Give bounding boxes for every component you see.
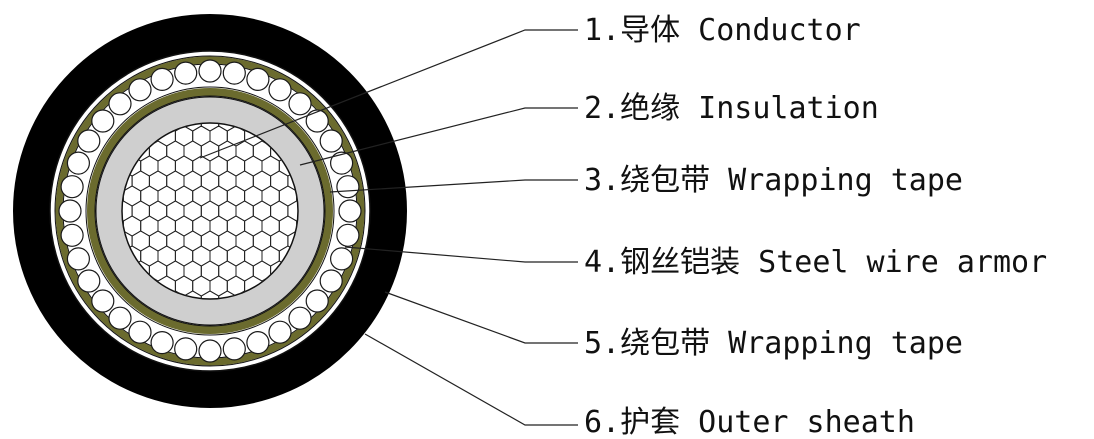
label-insulation: 2.绝缘 Insulation — [584, 91, 879, 126]
steel-wire — [58, 199, 82, 223]
steel-wire — [268, 78, 292, 102]
steel-wire — [108, 92, 132, 116]
steel-wire — [330, 247, 354, 271]
leader-lines — [199, 29, 578, 426]
steel-wire — [319, 269, 343, 293]
steel-wire — [174, 61, 198, 85]
label-conductor: 1.导体 Conductor — [584, 13, 861, 48]
steel-wire — [330, 151, 354, 175]
leader-line-1 — [199, 29, 578, 159]
steel-wire — [288, 92, 312, 116]
steel-wire — [128, 78, 152, 102]
steel-wire — [150, 331, 174, 355]
steel-wire — [91, 109, 115, 133]
steel-wire — [336, 175, 360, 199]
conductor — [121, 122, 299, 300]
label-wrapping-tape-outer: 5.绕包带 Wrapping tape — [584, 326, 963, 361]
strand-cell — [296, 215, 298, 237]
steel-wire — [222, 337, 246, 361]
steel-wire — [60, 175, 84, 199]
steel-wire — [128, 320, 152, 344]
steel-wire — [77, 129, 101, 153]
steel-wire — [108, 306, 132, 330]
steel-wire — [198, 339, 222, 363]
label-steel-wire-armor: 4.钢丝铠装 Steel wire armor — [584, 245, 1047, 280]
steel-wire — [66, 151, 91, 175]
leader-line-6 — [364, 333, 578, 426]
steel-wire — [305, 109, 329, 133]
steel-wire — [336, 223, 360, 247]
steel-wire — [288, 306, 312, 330]
steel-wire-armor — [58, 59, 362, 363]
steel-wire — [60, 223, 84, 247]
steel-wire — [198, 59, 222, 83]
steel-wire — [222, 61, 246, 85]
leader-line-3 — [329, 179, 578, 193]
steel-wire — [268, 320, 292, 344]
label-wrapping-tape-inner: 3.绕包带 Wrapping tape — [584, 163, 963, 198]
steel-wire — [77, 269, 101, 293]
steel-wire — [246, 67, 270, 92]
leader-line-2 — [299, 107, 578, 166]
steel-wire — [246, 331, 270, 355]
steel-wire — [319, 129, 343, 153]
steel-wire — [174, 337, 198, 361]
steel-wire — [66, 247, 91, 271]
leader-line-5 — [384, 291, 578, 344]
steel-wire — [150, 67, 174, 92]
label-outer-sheath: 6.护套 Outer sheath — [584, 405, 915, 439]
steel-wire — [305, 289, 329, 313]
leader-line-4 — [344, 246, 578, 263]
steel-wire — [91, 289, 115, 313]
steel-wire — [338, 199, 362, 223]
